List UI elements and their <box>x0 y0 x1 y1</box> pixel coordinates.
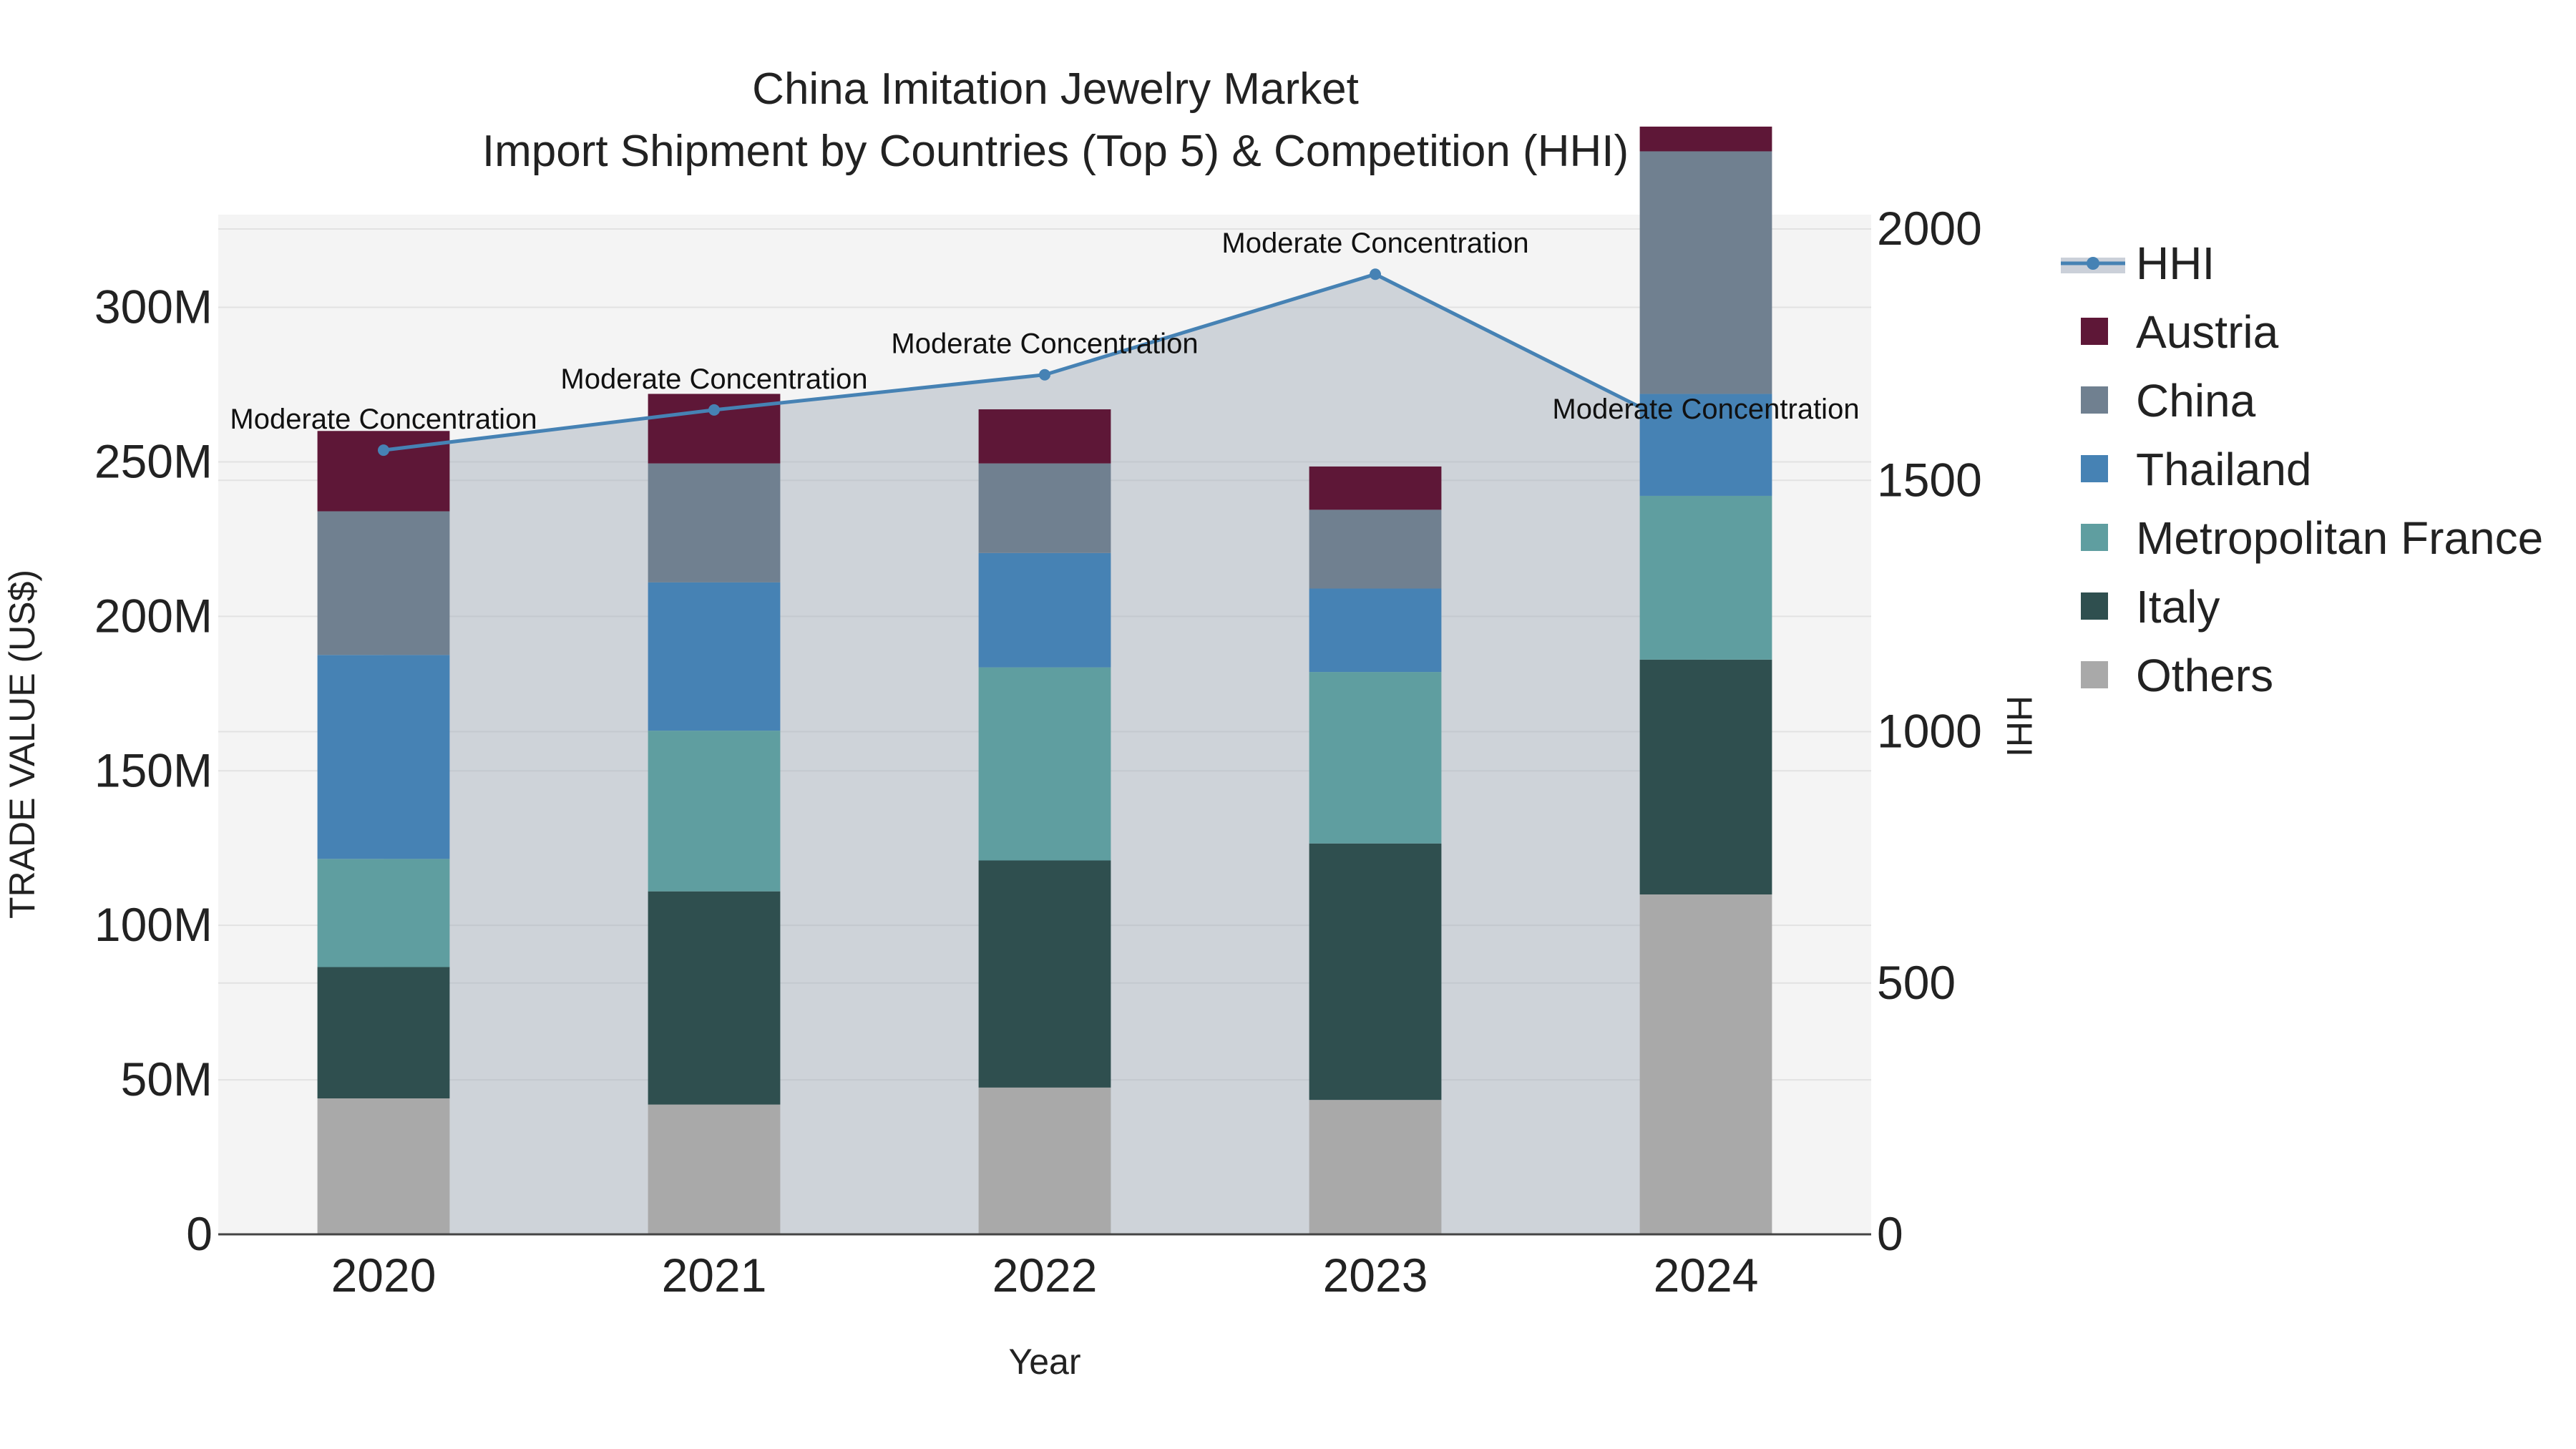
hhi-annotation: Moderate Concentration <box>1221 228 1528 259</box>
bar-segment <box>648 463 781 582</box>
legend-item: China <box>2081 375 2256 426</box>
legend-swatch <box>2081 318 2108 345</box>
bars <box>317 126 1772 1234</box>
bar-segment <box>648 891 781 1105</box>
bar-segment <box>1309 843 1442 1101</box>
bar-segment <box>1639 894 1772 1234</box>
bar-segment <box>1639 126 1772 152</box>
legend-item: Thailand <box>2081 444 2312 495</box>
x-tick-label: 2021 <box>662 1249 767 1302</box>
bar-segment <box>317 1098 450 1234</box>
legend-label: HHI <box>2136 238 2215 289</box>
bar-segment <box>1639 659 1772 894</box>
y-axis-ticks: 0 50M 100M 150M 200M 250M 300M <box>94 280 213 1260</box>
legend-swatch <box>2081 524 2108 551</box>
y-tick-label: 300M <box>94 280 213 333</box>
x-tick-label: 2020 <box>331 1249 436 1302</box>
x-tick-label: 2024 <box>1654 1249 1759 1302</box>
y-tick-label: 0 <box>186 1207 213 1260</box>
bar-segment <box>1639 495 1772 660</box>
x-tick-label: 2022 <box>992 1249 1098 1302</box>
bar-segment <box>648 731 781 892</box>
bar-segment <box>978 860 1111 1088</box>
x-axis-title: Year <box>1008 1342 1080 1382</box>
y-tick-label: 200M <box>94 589 213 642</box>
y-axis-title: TRADE VALUE (US$) <box>2 570 42 919</box>
legend-swatch <box>2081 455 2108 482</box>
legend-item: Metropolitan France <box>2081 512 2543 564</box>
legend-item: Italy <box>2081 581 2220 633</box>
y2-tick-label: 2000 <box>1877 202 1982 255</box>
hhi-point <box>378 444 389 457</box>
hhi-point <box>1700 434 1712 447</box>
legend-swatch <box>2081 661 2108 688</box>
bar-segment <box>978 409 1111 464</box>
chart-subtitle: Import Shipment by Countries (Top 5) & C… <box>482 127 1629 176</box>
bar-segment <box>1639 151 1772 394</box>
bar-segment <box>648 1104 781 1234</box>
legend-item: HHI <box>2061 238 2215 289</box>
hhi-annotation: Moderate Concentration <box>891 328 1198 360</box>
bar-segment <box>317 859 450 967</box>
hhi-point <box>1370 268 1381 280</box>
bar-segment <box>1309 466 1442 510</box>
bar-segment <box>978 552 1111 668</box>
bar-segment <box>978 463 1111 553</box>
x-axis-ticks: 2020 2021 2022 2023 2024 <box>331 1249 1759 1302</box>
legend-swatch <box>2081 386 2108 414</box>
y-tick-label: 150M <box>94 743 213 796</box>
legend-label: Others <box>2136 650 2273 701</box>
legend-label: Italy <box>2136 581 2220 633</box>
legend-label: Austria <box>2136 306 2279 358</box>
bar-segment <box>317 967 450 1098</box>
bar-segment <box>317 511 450 655</box>
chart-title: China Imitation Jewelry Market <box>752 64 1359 114</box>
legend-label: Thailand <box>2136 444 2312 495</box>
y2-tick-label: 1000 <box>1877 705 1982 758</box>
hhi-annotation: Moderate Concentration <box>1552 394 1859 425</box>
legend-swatch-marker <box>2087 257 2099 270</box>
y2-tick-label: 500 <box>1877 956 1956 1009</box>
legend-item: Austria <box>2081 306 2279 358</box>
y2-axis-ticks: 0 500 1000 1500 2000 <box>1877 202 1982 1260</box>
legend-label: Metropolitan France <box>2136 512 2543 564</box>
bar-segment <box>1309 672 1442 844</box>
y-tick-label: 100M <box>94 898 213 951</box>
bar-segment <box>978 667 1111 861</box>
hhi-annotation: Moderate Concentration <box>230 404 537 435</box>
bar-segment <box>978 1087 1111 1234</box>
hhi-point <box>708 404 720 416</box>
legend-item: Others <box>2081 650 2273 701</box>
legend-swatch <box>2081 592 2108 620</box>
bar-segment <box>1309 588 1442 673</box>
bar-segment <box>1309 509 1442 589</box>
bar-segment <box>648 582 781 731</box>
x-tick-label: 2023 <box>1323 1249 1428 1302</box>
y-tick-label: 250M <box>94 434 213 487</box>
hhi-annotation: Moderate Concentration <box>560 364 867 395</box>
y2-tick-label: 1500 <box>1877 453 1982 506</box>
y2-tick-label: 0 <box>1877 1207 1903 1260</box>
y-tick-label: 50M <box>121 1053 213 1106</box>
y2-axis-title: HHI <box>1999 696 2039 757</box>
legend-label: China <box>2136 375 2256 426</box>
hhi-point <box>1039 369 1050 381</box>
bar-segment <box>1309 1100 1442 1234</box>
bar-segment <box>317 655 450 859</box>
